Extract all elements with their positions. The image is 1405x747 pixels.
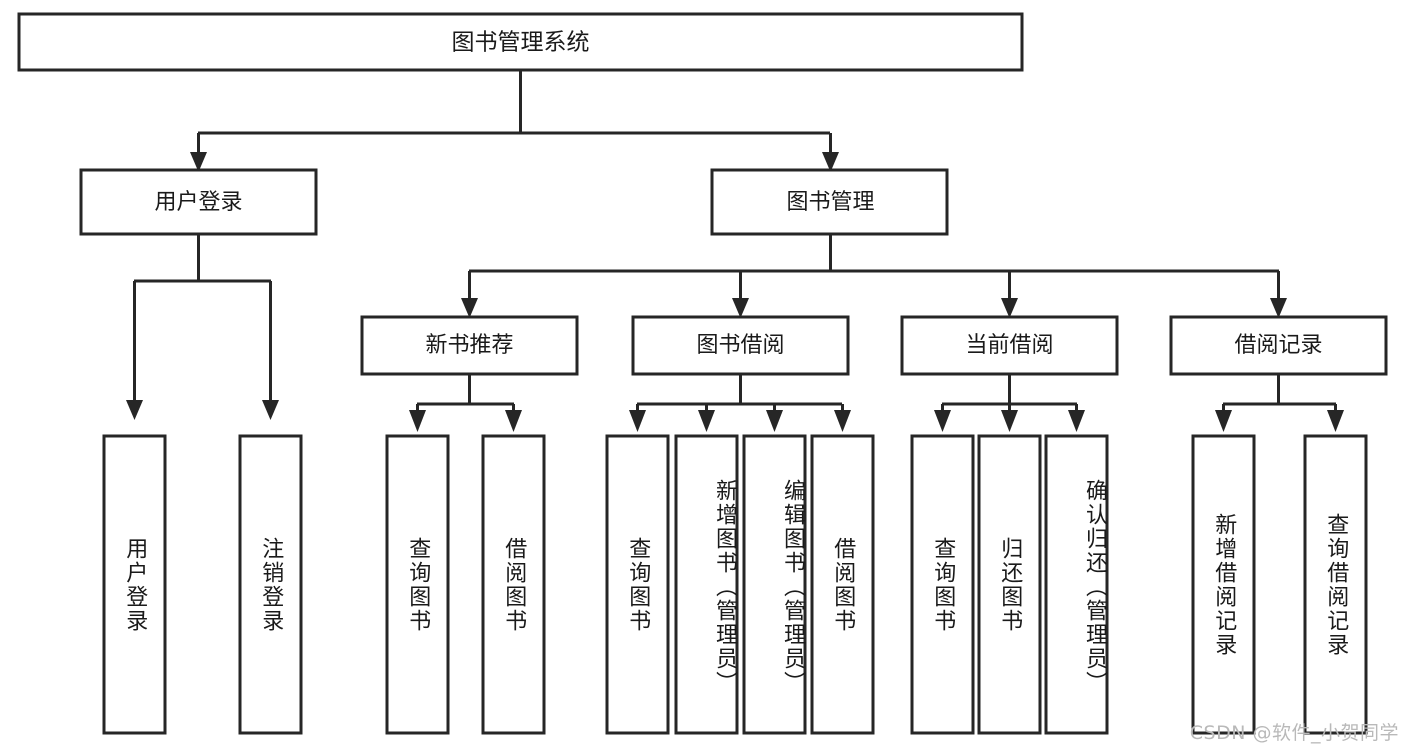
arrow-borrow-leaf2 (698, 410, 715, 432)
arrow-user-leaf1 (126, 400, 143, 420)
leaf-box-user-login-2[interactable] (238, 434, 303, 735)
arrow-recommend-leaf1 (409, 410, 426, 432)
arrow-record-leaf2 (1327, 410, 1344, 432)
arrow-to-new-book (461, 298, 478, 318)
node-current-borrow-box[interactable] (900, 315, 1119, 376)
node-book-borrow[interactable]: 图书借阅 (631, 315, 850, 376)
node-book-manage-label: 图书管理 (786, 190, 874, 215)
arrow-borrow-leaf4 (834, 410, 851, 432)
node-root[interactable]: 图书管理系统 (17, 12, 1024, 72)
connector-layer (126, 70, 1344, 432)
arrow-current-leaf2 (1001, 410, 1018, 432)
leaf-box-borrow-4[interactable] (810, 434, 875, 735)
node-borrow-record[interactable]: 借阅记录 (1169, 315, 1388, 376)
leaf-box-recommend-2[interactable] (481, 434, 546, 735)
arrow-record-leaf1 (1215, 410, 1232, 432)
arrow-to-current-borrow (1001, 298, 1018, 318)
csdn-watermark: CSDN @软件_小贺同学 (1189, 722, 1399, 744)
node-new-book-recommend-box[interactable] (360, 315, 579, 376)
leaf-box-current-1[interactable] (910, 434, 975, 735)
node-new-book-recommend[interactable]: 新书推荐 (360, 315, 579, 376)
node-root-box[interactable] (17, 12, 1024, 72)
node-user-login[interactable]: 用户登录 (79, 168, 318, 236)
node-book-borrow-label: 图书借阅 (696, 333, 784, 358)
leaf-box-current-2[interactable] (977, 434, 1042, 735)
node-user-login-box[interactable] (79, 168, 318, 236)
node-book-manage-box[interactable] (710, 168, 949, 236)
node-borrow-record-box[interactable] (1169, 315, 1388, 376)
leaf-box-record-2[interactable] (1303, 434, 1368, 735)
leaf-box-record-1[interactable] (1191, 434, 1256, 735)
arrow-borrow-leaf3 (766, 410, 783, 432)
node-new-book-recommend-label: 新书推荐 (425, 333, 513, 358)
leaf-box-borrow-1[interactable] (605, 434, 670, 735)
node-book-borrow-box[interactable] (631, 315, 850, 376)
leaf-boxes (102, 434, 1368, 735)
leaf-box-borrow-2[interactable] (674, 434, 739, 735)
arrow-to-book-borrow (732, 298, 749, 318)
arrow-to-borrow-record (1270, 298, 1287, 318)
arrow-borrow-leaf1 (629, 410, 646, 432)
node-current-borrow-label: 当前借阅 (965, 333, 1053, 358)
arrow-to-book-manage (822, 152, 839, 172)
leaf-box-borrow-3[interactable] (742, 434, 807, 735)
arrow-current-leaf3 (1068, 410, 1085, 432)
arrow-current-leaf1 (934, 410, 951, 432)
arrow-user-leaf2 (262, 400, 279, 420)
arrow-to-user-login (190, 152, 207, 172)
node-current-borrow[interactable]: 当前借阅 (900, 315, 1119, 376)
leaf-box-recommend-1[interactable] (385, 434, 450, 735)
leaf-box-current-3[interactable] (1044, 434, 1109, 735)
arrow-recommend-leaf2 (505, 410, 522, 432)
node-book-manage[interactable]: 图书管理 (710, 168, 949, 236)
node-user-login-label: 用户登录 (154, 190, 242, 215)
leaf-box-user-login-1[interactable] (102, 434, 167, 735)
node-borrow-record-label: 借阅记录 (1234, 333, 1322, 358)
node-root-label: 图书管理系统 (452, 30, 590, 56)
